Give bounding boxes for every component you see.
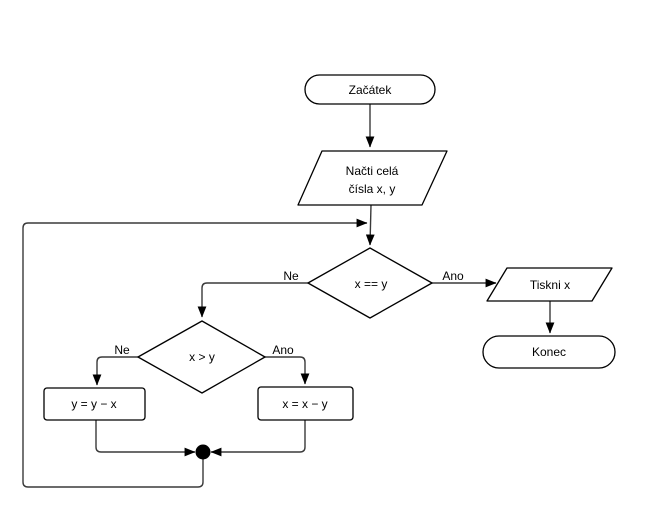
read-input-label-line2: čísla x, y <box>349 182 396 196</box>
assign-x-label: x = x − y <box>282 397 327 411</box>
print-x-label: Tiskni x <box>530 278 570 292</box>
edge-assign-y-to-junction <box>95 420 196 457</box>
assign-y-rect <box>43 387 146 421</box>
decision-equal-diamond <box>307 247 433 319</box>
junction-dot <box>195 444 211 460</box>
node-decision-equal: x == y <box>307 247 433 319</box>
end-terminator-shape <box>482 335 616 369</box>
edge-equal-no <box>197 282 308 318</box>
edge-junction-loop-back <box>22 218 368 488</box>
edge-assign-x-to-junction <box>210 420 306 457</box>
start-terminator-shape <box>304 74 436 105</box>
edge-greater-yes <box>265 356 310 385</box>
edge-label-equal-no: Ne <box>283 269 299 283</box>
node-start: Začátek <box>304 74 436 105</box>
decision-greater-label: x > y <box>189 350 215 364</box>
decision-greater-diamond <box>137 320 266 394</box>
node-end: Konec <box>482 335 616 369</box>
assign-x-rect <box>257 386 354 421</box>
read-input-label-line1: Načti celá <box>346 164 399 178</box>
edge-labels: Ne Ano Ne Ano <box>114 269 464 357</box>
node-read-input: Načti celá čísla x, y <box>297 150 448 206</box>
node-assign-y: y = y − x <box>43 387 146 421</box>
edge-label-equal-yes: Ano <box>442 269 464 283</box>
print-x-parallelogram <box>486 267 613 302</box>
node-print-x: Tiskni x <box>486 267 613 302</box>
edge-label-greater-yes: Ano <box>272 343 294 357</box>
edge-greater-no <box>92 356 138 386</box>
flowchart-edges <box>22 104 555 488</box>
end-label: Konec <box>532 345 566 359</box>
edge-read-to-decision-equal <box>365 204 375 246</box>
edge-label-greater-no: Ne <box>114 343 130 357</box>
node-decision-greater: x > y <box>137 320 266 394</box>
node-assign-x: x = x − y <box>257 386 354 421</box>
decision-equal-label: x == y <box>355 277 388 291</box>
start-label: Začátek <box>349 83 393 97</box>
read-input-parallelogram <box>297 150 448 206</box>
assign-y-label: y = y − x <box>71 397 116 411</box>
